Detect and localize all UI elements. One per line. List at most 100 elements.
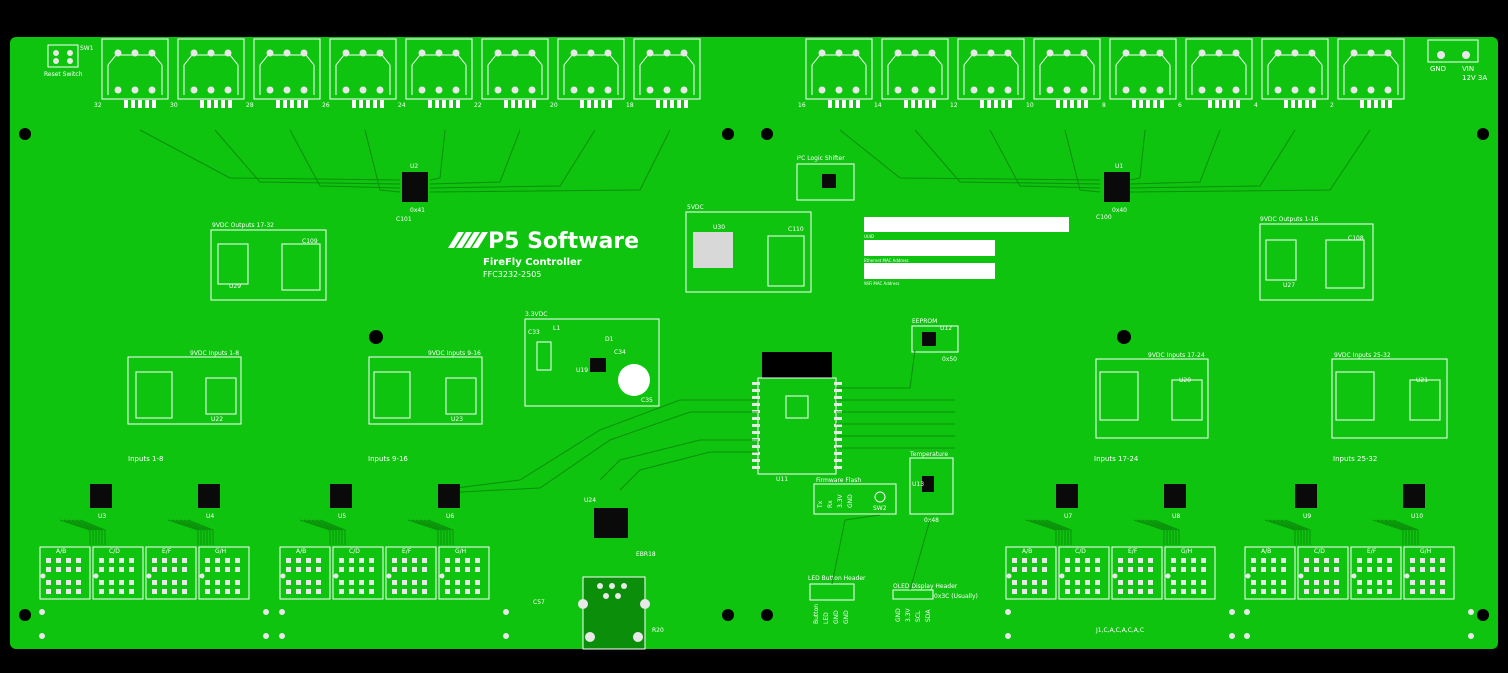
input-jack[interactable]: C/D bbox=[332, 546, 384, 600]
output-connector[interactable] bbox=[329, 38, 397, 108]
inputs-9-16-label: Inputs 9-16 bbox=[368, 455, 408, 463]
rj45-pins bbox=[578, 583, 650, 642]
reset-switch[interactable] bbox=[47, 44, 79, 68]
input-jack[interactable]: A/B bbox=[279, 546, 331, 600]
inputs-9-16-regulator bbox=[368, 356, 483, 425]
oled-header-box[interactable] bbox=[892, 589, 934, 600]
output-number: 24 bbox=[398, 102, 406, 109]
output-number: 12 bbox=[950, 102, 958, 109]
input-jack[interactable]: A/B bbox=[39, 546, 91, 600]
pin-label: Button bbox=[813, 604, 820, 624]
input-jack[interactable]: G/H bbox=[1164, 546, 1216, 600]
output-connector[interactable] bbox=[1185, 38, 1253, 108]
c109-label: C109 bbox=[302, 238, 318, 245]
mcu-pin bbox=[834, 445, 842, 448]
input-chip bbox=[330, 484, 352, 508]
input-jack[interactable]: C/D bbox=[92, 546, 144, 600]
u21-label: U21 bbox=[1416, 377, 1428, 384]
pin-label: SDA bbox=[925, 609, 932, 622]
jack-label: G/H bbox=[1420, 548, 1431, 555]
mcu-ground-pad bbox=[785, 395, 809, 419]
pin-label: GND bbox=[895, 608, 902, 622]
jack-label: E/F bbox=[1367, 548, 1377, 555]
c108-label: C108 bbox=[1348, 235, 1364, 242]
x50-label: 0x50 bbox=[942, 356, 957, 363]
input-jack[interactable]: C/D bbox=[1297, 546, 1349, 600]
output-connectors-left bbox=[101, 38, 701, 108]
sw2-button[interactable] bbox=[874, 491, 886, 503]
u3-label: U3 bbox=[98, 513, 106, 520]
output-connector[interactable] bbox=[177, 38, 245, 108]
output-connector[interactable] bbox=[1033, 38, 1101, 108]
in-25-32-label: 9VDC Inputs 25-32 bbox=[1334, 352, 1391, 359]
output-connector[interactable] bbox=[557, 38, 625, 108]
x40-label: 0x40 bbox=[1112, 207, 1127, 214]
output-connector[interactable] bbox=[1109, 38, 1177, 108]
mcu-pin bbox=[752, 382, 760, 385]
reset-switch-label: Reset Switch bbox=[44, 71, 83, 78]
jack-label: E/F bbox=[1128, 548, 1138, 555]
output-connector[interactable] bbox=[1337, 38, 1405, 108]
p5-logo-mark bbox=[448, 232, 488, 248]
output-connector[interactable] bbox=[881, 38, 949, 108]
mcu-pin bbox=[834, 438, 842, 441]
input-jack[interactable]: E/F bbox=[1111, 546, 1163, 600]
output-connector[interactable] bbox=[633, 38, 701, 108]
c57-label: C57 bbox=[533, 599, 545, 606]
brand-logo-text: P5 Software bbox=[488, 229, 639, 254]
mcu-pin bbox=[834, 403, 842, 406]
oled-header-trace bbox=[909, 519, 931, 591]
mcu-pin bbox=[834, 466, 842, 469]
output-connector[interactable] bbox=[805, 38, 873, 108]
output-connector[interactable] bbox=[101, 38, 169, 108]
output-connector[interactable] bbox=[1261, 38, 1329, 108]
jack-label: E/F bbox=[402, 548, 412, 555]
u23-label: U23 bbox=[451, 416, 463, 423]
output-connector[interactable] bbox=[253, 38, 321, 108]
mcu-pin bbox=[752, 403, 760, 406]
inputs-17-24-regulator bbox=[1095, 358, 1209, 439]
input-jack[interactable]: G/H bbox=[1403, 546, 1455, 600]
inputs-1-8-regulator bbox=[127, 356, 242, 425]
input-jack[interactable]: A/B bbox=[1244, 546, 1296, 600]
u8-label: U8 bbox=[1172, 513, 1180, 520]
u7-label: U7 bbox=[1064, 513, 1072, 520]
jack-label: G/H bbox=[1181, 548, 1192, 555]
c33-cap bbox=[536, 341, 552, 371]
input-jack[interactable]: E/F bbox=[385, 546, 437, 600]
in-1-8-label: 9VDC Inputs 1-8 bbox=[190, 350, 239, 357]
c101-label: C101 bbox=[396, 216, 412, 223]
u19-chip bbox=[590, 358, 606, 372]
input-jack[interactable]: E/F bbox=[1350, 546, 1402, 600]
led-header-trace bbox=[831, 514, 881, 585]
mcu-traces bbox=[439, 349, 955, 493]
u27-regulator bbox=[1265, 239, 1297, 281]
input-jack[interactable]: C/D bbox=[1058, 546, 1110, 600]
jack-label: C/D bbox=[109, 548, 120, 555]
inputs-25-32-label: Inputs 25-32 bbox=[1333, 455, 1377, 463]
output-connector[interactable] bbox=[405, 38, 473, 108]
uuid-plate bbox=[864, 217, 1069, 232]
3v3-box bbox=[524, 318, 660, 407]
input-jack[interactable]: A/B bbox=[1005, 546, 1057, 600]
pin-label: GND bbox=[843, 610, 850, 624]
temperature-box bbox=[909, 457, 954, 515]
input-jack[interactable]: G/H bbox=[198, 546, 250, 600]
jack-label: A/B bbox=[56, 548, 66, 555]
u11-label: U11 bbox=[776, 476, 788, 483]
output-connector[interactable] bbox=[481, 38, 549, 108]
d1-label: D1 bbox=[605, 336, 614, 343]
input-jack[interactable]: G/H bbox=[438, 546, 490, 600]
u12-chip bbox=[922, 332, 936, 346]
u2-chip bbox=[402, 172, 428, 202]
part-number: FFC3232-2505 bbox=[483, 270, 541, 279]
output-connector[interactable] bbox=[957, 38, 1025, 108]
output-number: 10 bbox=[1026, 102, 1034, 109]
uuid-label: UUID bbox=[864, 234, 874, 239]
input-jack[interactable]: E/F bbox=[145, 546, 197, 600]
